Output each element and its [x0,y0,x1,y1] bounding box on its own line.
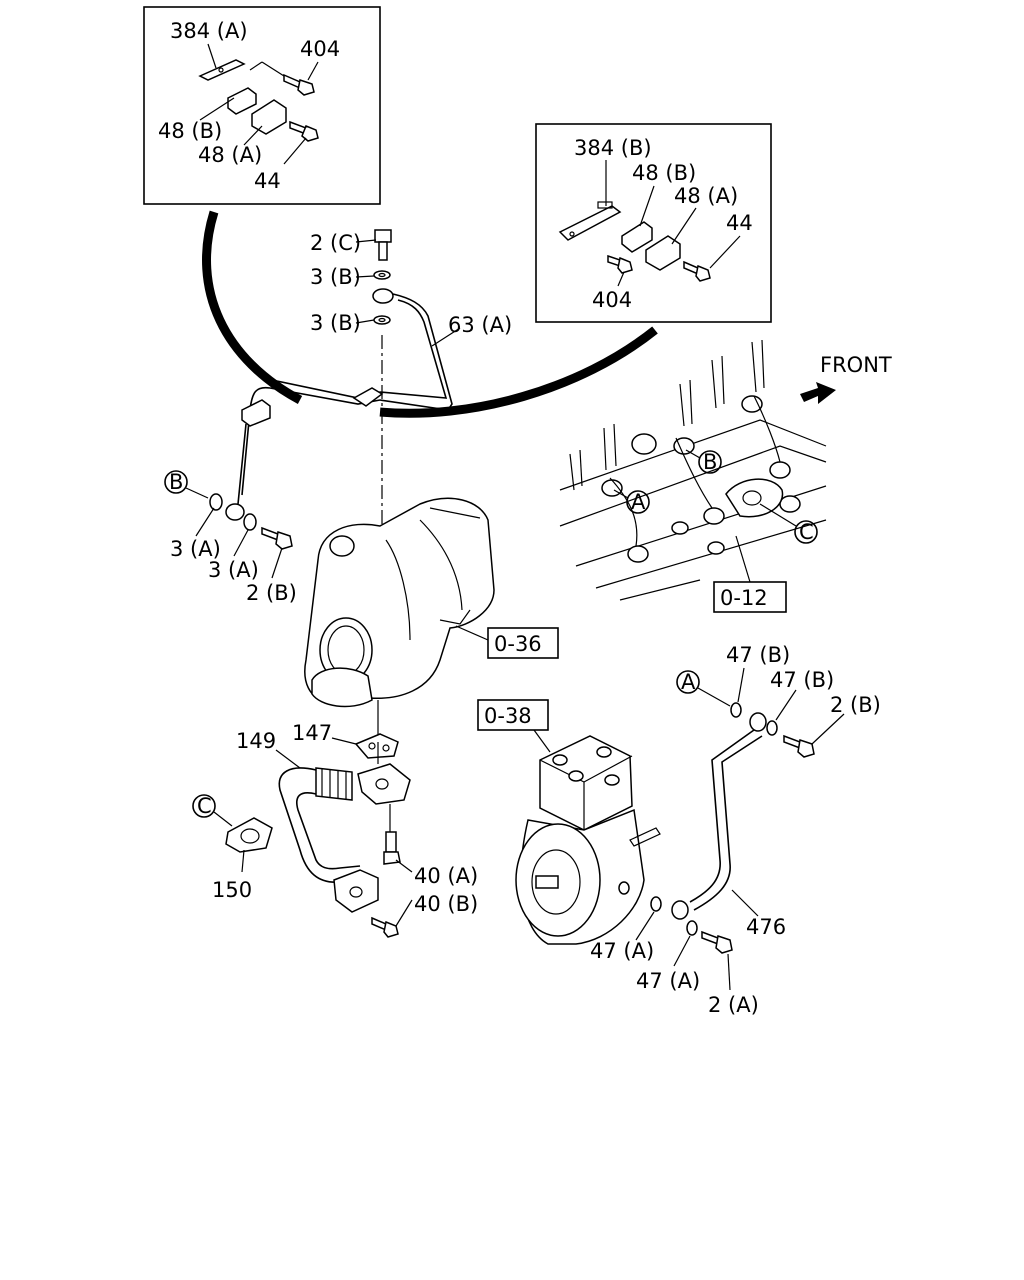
pipe-476: 47 (B) 47 (B) 2 (B) 476 47 (A) 47 (A) 2 … [590,643,881,1017]
turbocharger [304,497,495,740]
inset-b: 384 (B) 48 (B) 48 (A) 44 404 [535,123,772,323]
label-384a: 384 (A) [170,19,248,43]
front-label: FRONT [820,353,892,377]
air-compressor [515,735,661,945]
ref-0-36: 0-36 [487,627,559,659]
label-44-b: 44 [726,211,753,235]
label-149: 149 [236,729,276,753]
leader-arc-left [202,210,303,404]
label-48b-a: 48 (B) [158,119,222,143]
oil-feed-pipe-63a: 2 (C) 3 (B) 3 (B) 63 (A) 3 (A) 3 (A) 2 (… [170,229,512,605]
front-indicator: FRONT [800,353,892,404]
svg-text:A: A [631,490,646,514]
label-47b-2: 47 (B) [770,668,834,692]
label-2b-left: 2 (B) [246,581,297,605]
label-40a: 40 (A) [414,864,478,888]
circle-marker-b-engine: B [685,449,722,474]
label-48a-b: 48 (A) [674,184,738,208]
label-3b-top: 3 (B) [310,265,361,289]
inset-a: 384 (A) 404 48 (B) 48 (A) 44 [143,6,381,205]
svg-text:0-36: 0-36 [494,632,542,656]
label-404-b: 404 [592,288,632,312]
label-48b-b: 48 (B) [632,161,696,185]
oil-return-pipe-149: 147 149 150 40 (A) 40 (B) [212,721,478,938]
label-2a: 2 (A) [708,993,759,1017]
label-150: 150 [212,878,252,902]
label-2c: 2 (C) [310,231,361,255]
circle-marker-b-left: B [164,470,209,499]
engine-block [559,339,827,601]
label-47a-2: 47 (A) [636,969,700,993]
svg-text:A: A [681,670,696,694]
svg-text:C: C [799,520,814,544]
label-476: 476 [746,915,786,939]
svg-text:C: C [197,794,212,818]
svg-text:B: B [169,470,183,494]
circle-marker-c-left: C [192,794,233,827]
label-2b-right: 2 (B) [830,693,881,717]
circle-marker-a-right: A [676,670,731,707]
label-44-a: 44 [254,169,281,193]
ref-0-12: 0-12 [713,535,787,613]
svg-text:B: B [703,450,717,474]
front-arrow-icon [800,382,836,404]
label-404-a: 404 [300,37,340,61]
label-384b: 384 (B) [574,136,652,160]
label-3a-1: 3 (A) [170,537,221,561]
ref-0-38: 0-38 [477,699,551,753]
label-3b-mid: 3 (B) [310,311,361,335]
svg-text:0-38: 0-38 [484,704,532,728]
label-48a-a: 48 (A) [198,143,262,167]
svg-text:0-12: 0-12 [720,586,768,610]
label-63a: 63 (A) [448,313,512,337]
label-40b: 40 (B) [414,892,478,916]
label-47a-1: 47 (A) [590,939,654,963]
label-47b-1: 47 (B) [726,643,790,667]
leader-arc-right [379,326,658,418]
label-3a-2: 3 (A) [208,558,259,582]
label-147: 147 [292,721,332,745]
circle-marker-a-engine: A [613,489,650,514]
circle-marker-c-engine: C [759,503,818,544]
